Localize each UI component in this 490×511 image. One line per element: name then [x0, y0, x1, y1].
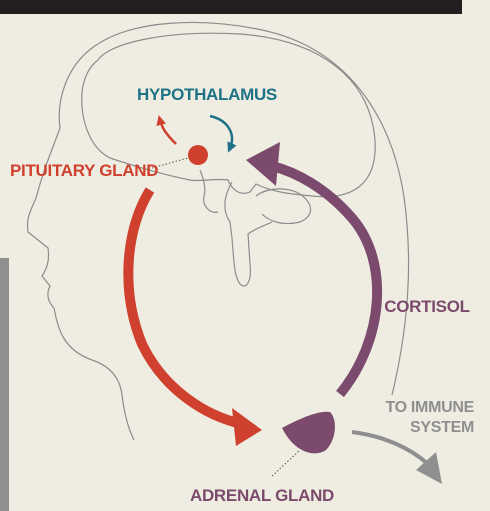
- adrenal-pointer: [272, 450, 300, 476]
- pituitary-up-arrow: [160, 120, 176, 144]
- hypothalamus-down-arrow: [210, 116, 232, 148]
- cortisol-label: CORTISOL: [384, 297, 469, 316]
- pituitary-gland-label: PITUITARY GLAND: [10, 161, 158, 180]
- cortisol-arrowhead: [246, 142, 280, 186]
- pituitary-to-adrenal-arrowhead: [232, 408, 262, 446]
- pituitary-to-adrenal-arrow: [128, 190, 242, 424]
- brainstem-outline: [225, 182, 272, 286]
- pituitary-gland: [188, 145, 208, 165]
- adrenal-gland-label: ADRENAL GLAND: [190, 486, 334, 505]
- pituitary-stalk-outline: [200, 170, 218, 212]
- immune-label-line1: TO IMMUNE: [385, 399, 474, 416]
- cerebellum-outline: [256, 189, 311, 224]
- cortisol-arrow: [272, 166, 377, 394]
- immune-label-line2: SYSTEM: [410, 419, 474, 436]
- adrenal-gland: [282, 412, 335, 454]
- hypothalamus-label: HYPOTHALAMUS: [137, 85, 277, 104]
- immune-arrow: [352, 432, 428, 464]
